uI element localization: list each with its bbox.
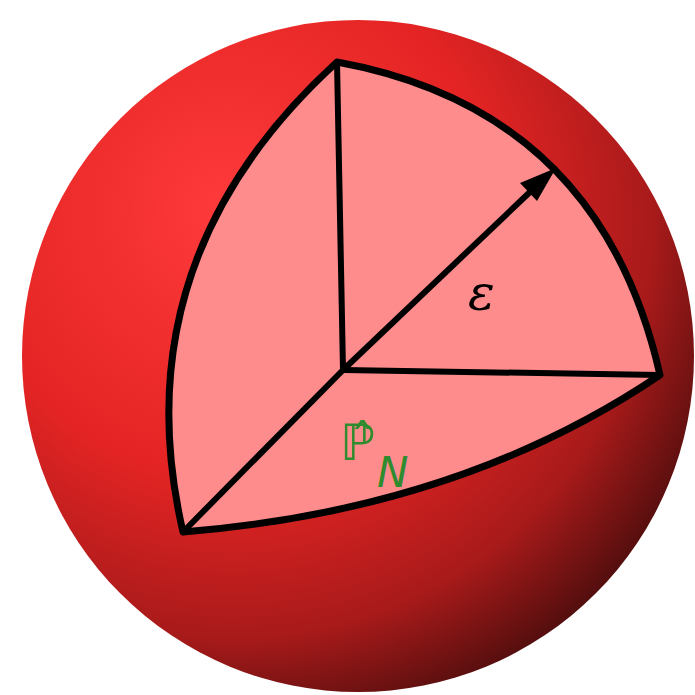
radii xyxy=(183,62,660,532)
radius-symbol: ε xyxy=(468,268,495,318)
sphere xyxy=(22,20,694,692)
radius-arrow xyxy=(343,192,530,370)
distribution-symbol: ℙ̂ xyxy=(340,418,375,468)
arrow-head xyxy=(520,168,556,201)
subscript: N xyxy=(377,452,408,494)
octant-cut xyxy=(169,62,660,532)
